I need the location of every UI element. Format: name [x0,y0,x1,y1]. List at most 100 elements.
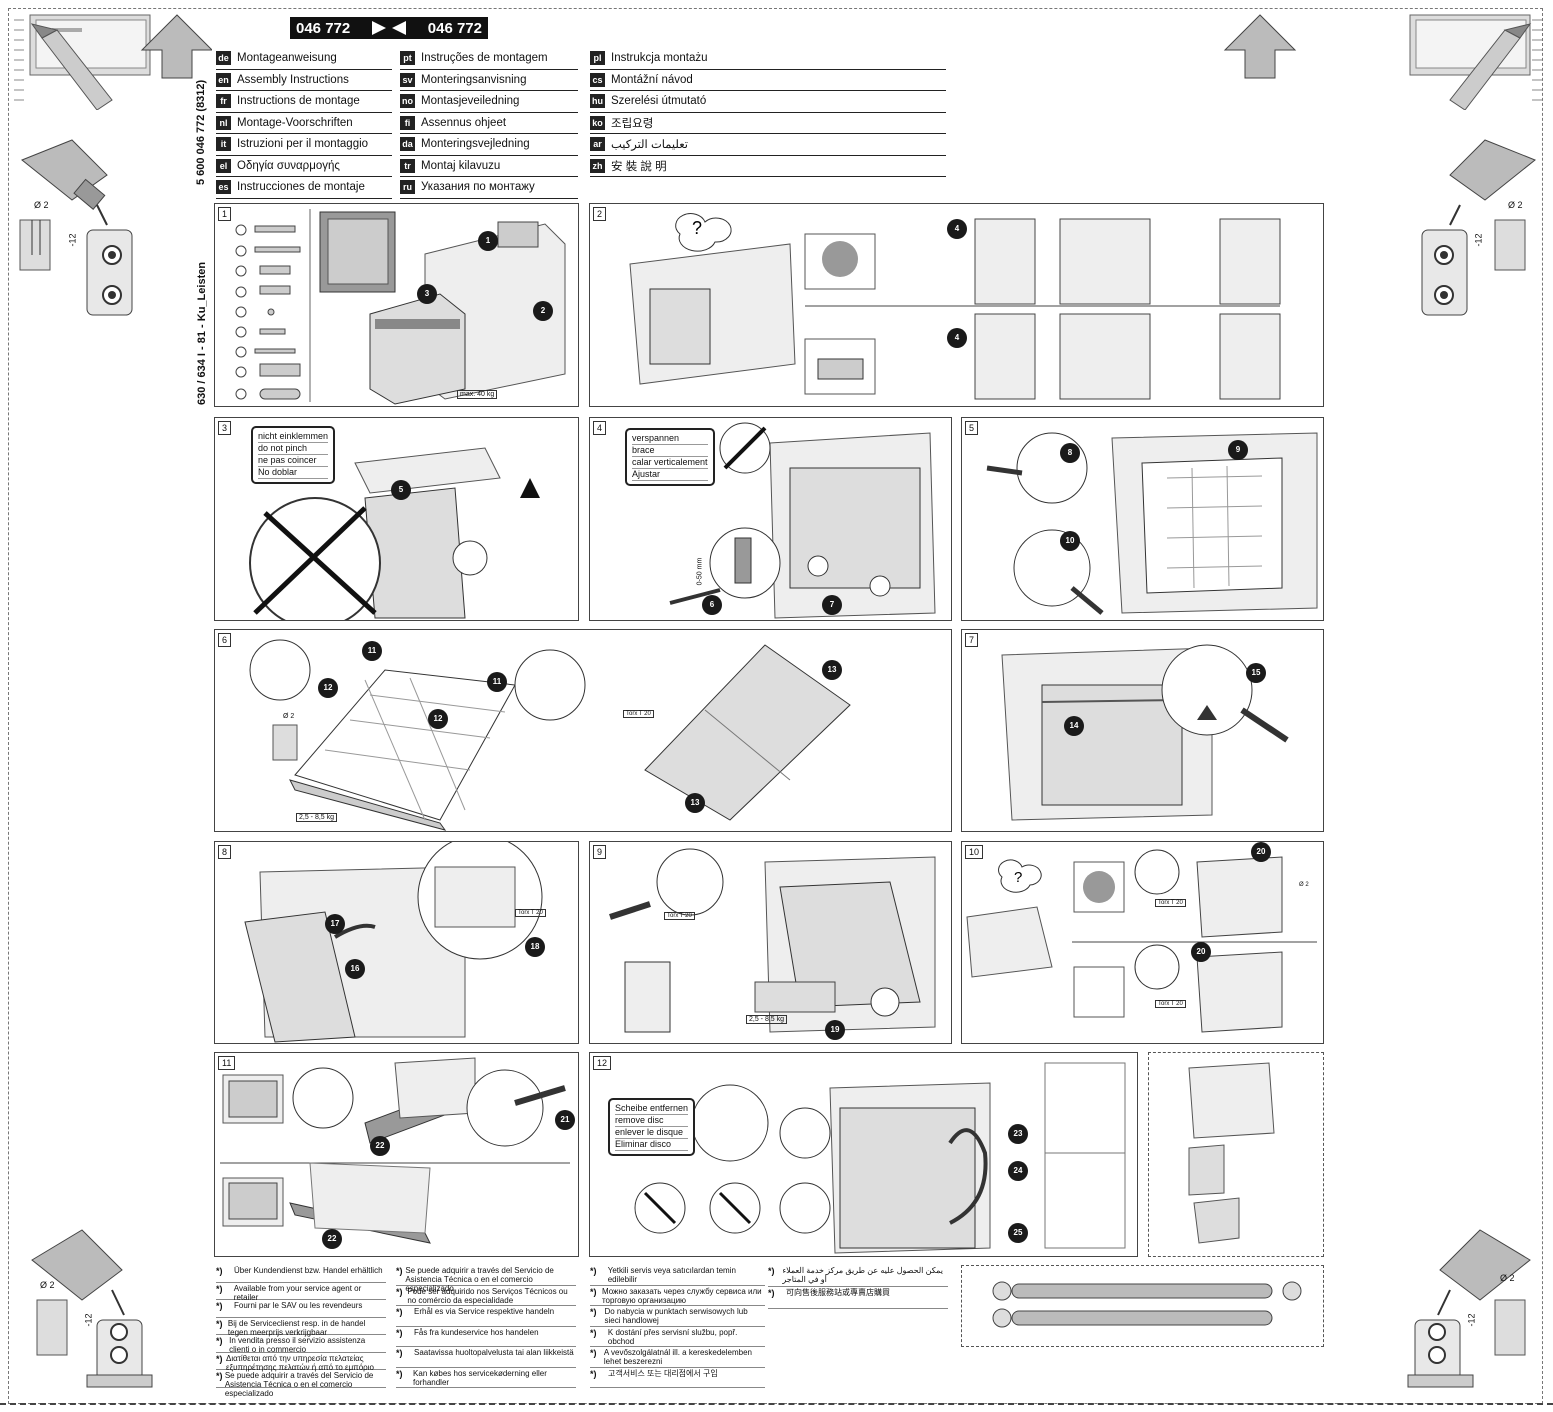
callout-line-en: remove disc [615,1115,689,1127]
language-label: Montage-Voorschriften [237,116,353,129]
svg-text:?: ? [692,218,702,238]
marker-22: 22 [370,1136,390,1156]
language-code-badge: no [400,94,415,109]
drill-hinge-left-bottom [31,1229,153,1388]
step-panel-7: 7 15 14 [961,629,1324,832]
step-panel-1: 1 1 2 3 max. 40 kg [214,203,579,407]
step-number: 4 [593,421,607,435]
language-label: Instrucciones de montaje [237,181,365,194]
note-row: *)Διατίθεται από την υπηρεσία πελατείας … [216,1354,386,1372]
marker-8: 8 [1060,443,1080,463]
worktop-type-illustration: ? [629,213,1281,400]
language-code-badge: fr [216,94,231,109]
torx-label-b: Torx T 20 [1155,1000,1186,1008]
asterisk-marker: *) [590,1327,597,1338]
note-text: Saatavissa huoltopalvelusta tai alan lii… [414,1348,574,1357]
note-row: *)Erhål es via Service respektive handel… [396,1307,576,1327]
note-row: *) 고객서비스 또는 대리점에서 구입 [590,1368,765,1388]
step-number: 5 [965,421,979,435]
drill-diameter-label-left-top: Ø 2 [34,200,49,210]
marker-14: 14 [1064,716,1084,736]
marker-22b: 22 [322,1229,342,1249]
language-code-badge: es [216,180,231,195]
drill-depth-label-right-top: -12 [1473,233,1484,247]
parts-and-installation-illustration [235,209,566,405]
step-panel-8: 8 17 16 18 Torx T 20 [214,841,579,1044]
note-row: *)Kan købes hos servicekøderning eller f… [396,1368,576,1388]
language-label: Montasjeveiledning [421,95,520,108]
language-code-badge: tr [400,158,415,173]
marker-16: 16 [345,959,365,979]
step-number: 6 [218,633,232,647]
note-text: K dostání přes servisní službu, popř. ob… [607,1327,738,1346]
optional-hose-box [961,1265,1324,1347]
asterisk-marker: *) [590,1368,597,1379]
asterisk-marker: *) [590,1266,597,1276]
callout-line-fr: enlever le disque [615,1127,689,1139]
template-attach-illustration [986,432,1318,615]
language-code-badge: ru [400,180,415,195]
step-number: 9 [593,845,607,859]
language-label: Assembly Instructions [237,73,349,86]
asterisk-marker: *) [396,1266,403,1276]
marker-20b: 20 [1191,942,1211,962]
slide-in-illustration [249,447,540,620]
marker-7: 7 [822,595,842,615]
note-text: Do nabycia w punktach serwisowych lub si… [604,1307,748,1325]
note-text: Se puede adquirir a través del Servicio … [405,1266,554,1293]
step-panel-5: 5 8 9 10 [961,417,1324,621]
language-label: Monteringsvejledning [421,138,530,151]
asterisk-marker: *) [216,1301,223,1311]
note-text: Kan købes hos servicekøderning eller for… [413,1368,547,1387]
asterisk-marker: *) [396,1348,403,1358]
note-row: *)يمكن الحصول عليه عن طريق مركز خدمة الع… [768,1266,948,1287]
callout-line-de: verspannen [632,433,708,445]
model-code: 630 / 634 I - 81 - Ku_Leisten [196,261,208,405]
note-row: *)Über Kundendienst bzw. Handel erhältli… [216,1266,386,1283]
language-row-en: en Assembly Instructions [216,70,392,91]
language-code-badge: ko [590,115,605,130]
corner-pencil-right [1223,14,1542,110]
callout-line-es: Ajustar [632,469,708,481]
language-code-badge: zh [590,158,605,173]
language-code-badge: en [216,72,231,87]
language-label: Szerelési útmutató [611,95,707,108]
remove-disc-callout: Scheibe entfernen remove disc enlever le… [608,1098,696,1156]
note-row: *) Available from your service agent or r… [216,1283,386,1302]
marker-20: 20 [1251,842,1271,862]
drill-size-label: Ø 2 [283,713,295,720]
drill-size-label: Ø 2 [1299,882,1309,888]
note-text: Available from your service agent or ret… [233,1283,362,1302]
asterisk-marker: *) [216,1283,223,1294]
torx-label: Torx T 20 [1155,899,1186,907]
part-number-left: 046 772 [296,19,351,37]
asterisk-marker: *) [396,1286,403,1297]
asterisk-marker: *) [216,1318,223,1329]
step-number: 8 [218,845,232,859]
asterisk-marker: *) [590,1307,597,1317]
step-panel-4: 4 verspannen brace calar verticalement A… [589,417,952,621]
asterisk-marker: *) [768,1288,775,1298]
marker-2: 2 [533,301,553,321]
asterisk-marker: *) [396,1327,403,1338]
note-text: 고객서비스 또는 대리점에서 구입 [608,1368,718,1378]
arrow-right-icon [372,21,386,35]
max-weight-label: max. 40 kg [457,390,498,399]
marker-10: 10 [1060,531,1080,551]
note-text: A vevőszolgálatnál ill. a kereskedelembe… [603,1348,752,1366]
step-panel-10: 10 ? 20 20 Torx T 20 Torx T 20 Ø 2 [961,841,1324,1044]
marker-13: 13 [822,660,842,680]
torx-label: Torx T 20 [515,909,546,917]
door-alignment-illustration [1001,644,1289,821]
note-text: Bij de Serviceclienst resp. in de handel… [227,1318,366,1337]
marker-15: 15 [1246,663,1266,683]
step-number: 3 [218,421,232,435]
